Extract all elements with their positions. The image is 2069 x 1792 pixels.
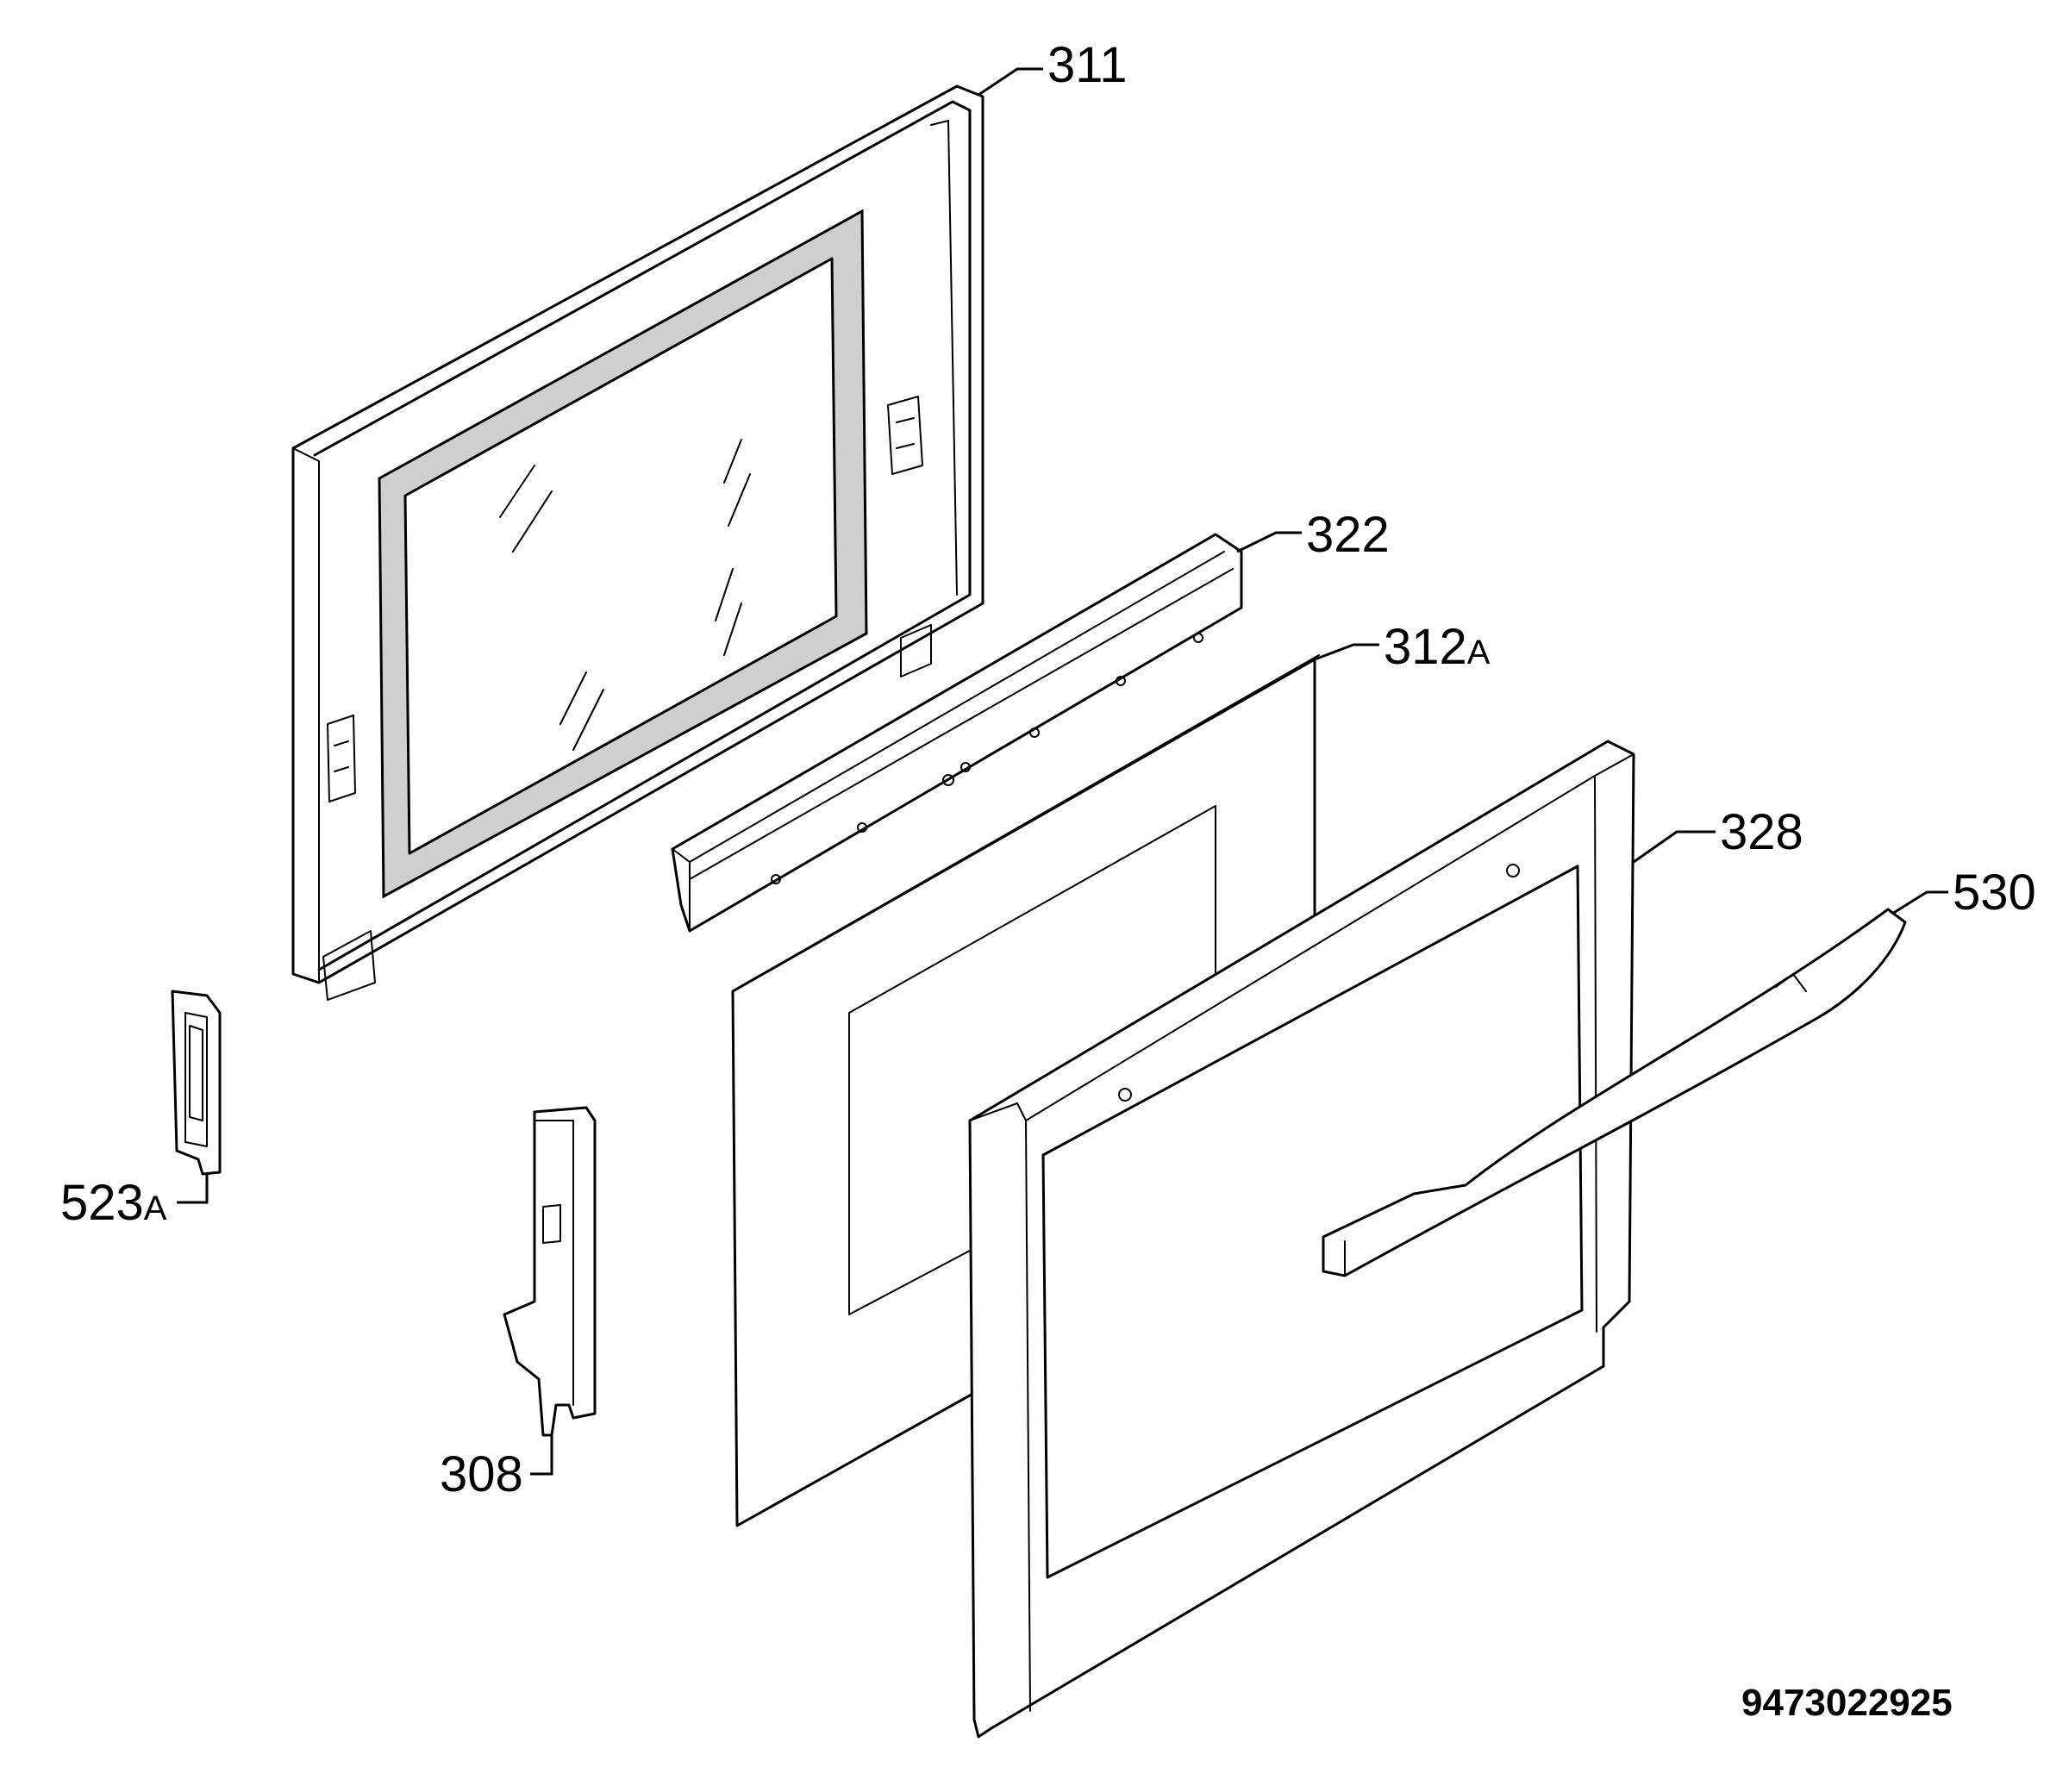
callout-328: 328 [1633,804,1803,864]
callout-322: 322 [1236,507,1390,563]
svg-text:322: 322 [1306,507,1390,563]
callout-311: 311 [978,37,1127,97]
svg-text:311: 311 [1047,37,1127,93]
svg-text:530: 530 [1953,865,2036,921]
svg-text:523A: 523A [60,1175,167,1231]
part-308-hinge[interactable] [503,1106,597,1437]
callout-530: 530 [1891,865,2036,921]
part-311-inner-door[interactable] [291,84,984,1001]
callout-312A: 312A [1314,619,1491,675]
part-322-bracket-rail[interactable] [671,533,1243,933]
svg-text:328: 328 [1720,804,1803,860]
svg-text:308: 308 [440,1446,523,1502]
callout-523A: 523A [60,1174,209,1231]
callout-308: 308 [440,1435,553,1502]
part-523A-latch[interactable] [171,990,222,1176]
svg-text:312A: 312A [1384,619,1491,675]
part-328-outer-door-frame[interactable] [968,740,1635,1739]
part-530-door-handle[interactable] [1322,908,1907,1277]
diagram-code: 9473022925 [1741,1682,1953,1724]
